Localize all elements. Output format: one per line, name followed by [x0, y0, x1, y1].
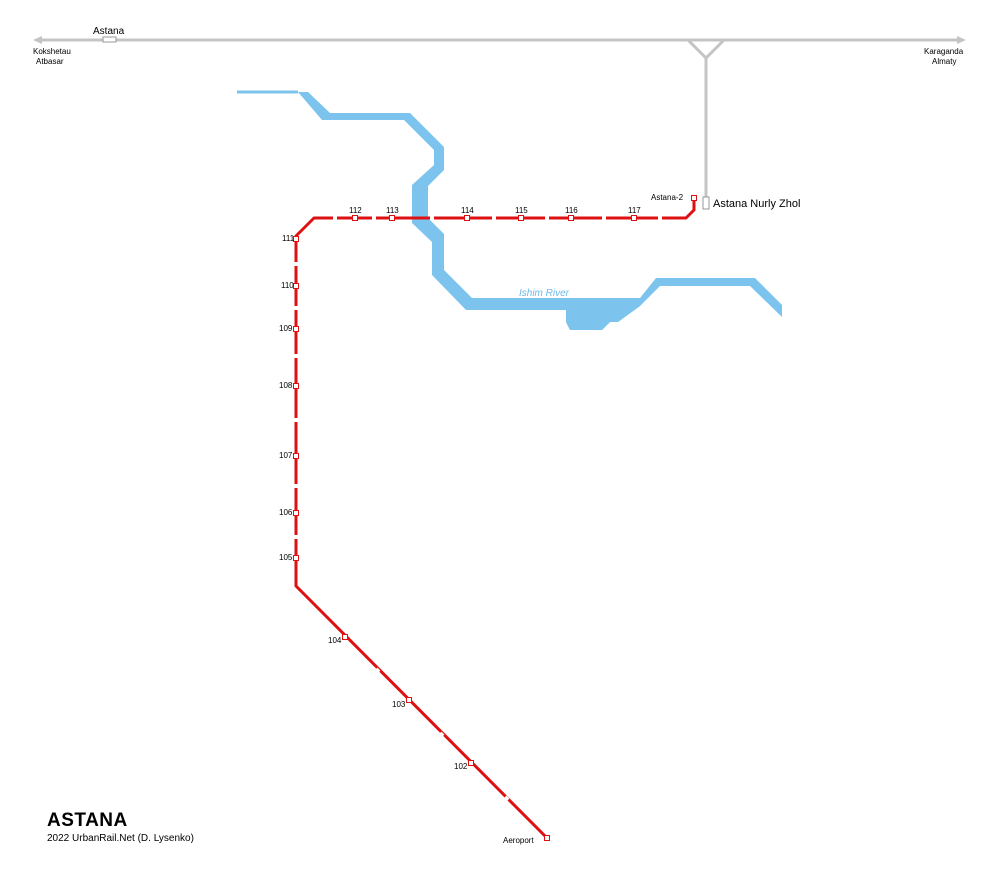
ishim-river: Ishim River [237, 90, 782, 330]
river-body [298, 92, 782, 330]
station-label-105: 105 [279, 553, 293, 562]
station-109[interactable] [293, 326, 299, 332]
railway-east-destination-1: Karaganda [924, 47, 964, 56]
station-label-109: 109 [279, 324, 293, 333]
station-106[interactable] [293, 510, 299, 516]
map-credit: 2022 UrbanRail.Net (D. Lysenko) [47, 833, 194, 844]
metro-line-gaps [294, 216, 662, 802]
station-102[interactable] [468, 760, 474, 766]
station-aeroport[interactable] [544, 835, 550, 841]
station-label-117: 117 [628, 206, 641, 215]
station-113[interactable] [389, 215, 395, 221]
station-label-114: 114 [461, 206, 474, 215]
station-astana-2[interactable] [691, 195, 697, 201]
river-label: Ishim River [519, 288, 570, 299]
station-label-106: 106 [279, 508, 293, 517]
railway: Astana Astana Nurly Zhol Kokshetau Atbas… [33, 26, 966, 210]
station-115[interactable] [518, 215, 524, 221]
station-label-113: 113 [386, 206, 399, 215]
station-107[interactable] [293, 453, 299, 459]
station-label-102: 102 [454, 762, 468, 771]
railway-station-astana-label: Astana [93, 26, 125, 37]
station-label-116: 116 [565, 206, 578, 215]
station-112[interactable] [352, 215, 358, 221]
station-label-112: 112 [349, 206, 362, 215]
railway-station-nurly-zhol[interactable] [702, 196, 710, 210]
railway-west-destination-1: Kokshetau [33, 47, 71, 56]
map-title: ASTANA [47, 810, 128, 831]
station-label-aeroport: Aeroport [503, 836, 534, 845]
railway-east-arrow [957, 36, 966, 44]
river-island-channel [566, 306, 640, 330]
railway-station-nurly-zhol-label: Astana Nurly Zhol [713, 198, 800, 210]
station-label-astana-2: Astana-2 [651, 193, 684, 202]
metro-line-track [294, 198, 696, 840]
station-103[interactable] [406, 697, 412, 703]
station-114[interactable] [464, 215, 470, 221]
metro-station-labels: Aeroport 102 103 104 105 106 107 108 109… [279, 193, 684, 845]
station-label-115: 115 [515, 206, 528, 215]
station-label-110: 110 [281, 281, 294, 290]
railway-station-astana[interactable] [102, 36, 117, 43]
railway-west-arrow [33, 36, 42, 44]
station-label-111: 111 [282, 234, 295, 243]
station-label-103: 103 [392, 700, 406, 709]
station-116[interactable] [568, 215, 574, 221]
station-108[interactable] [293, 383, 299, 389]
metro-stations [293, 195, 697, 841]
railway-west-destination-2: Atbasar [36, 57, 64, 66]
station-label-108: 108 [279, 381, 293, 390]
railway-wye-branch [686, 38, 726, 61]
station-label-104: 104 [328, 636, 342, 645]
station-117[interactable] [631, 215, 637, 221]
station-110[interactable] [293, 283, 299, 289]
station-104[interactable] [342, 634, 348, 640]
metro-line: Aeroport 102 103 104 105 106 107 108 109… [279, 193, 697, 845]
station-label-107: 107 [279, 451, 293, 460]
station-111[interactable] [293, 236, 299, 242]
station-105[interactable] [293, 555, 299, 561]
railway-east-destination-2: Almaty [932, 57, 956, 66]
